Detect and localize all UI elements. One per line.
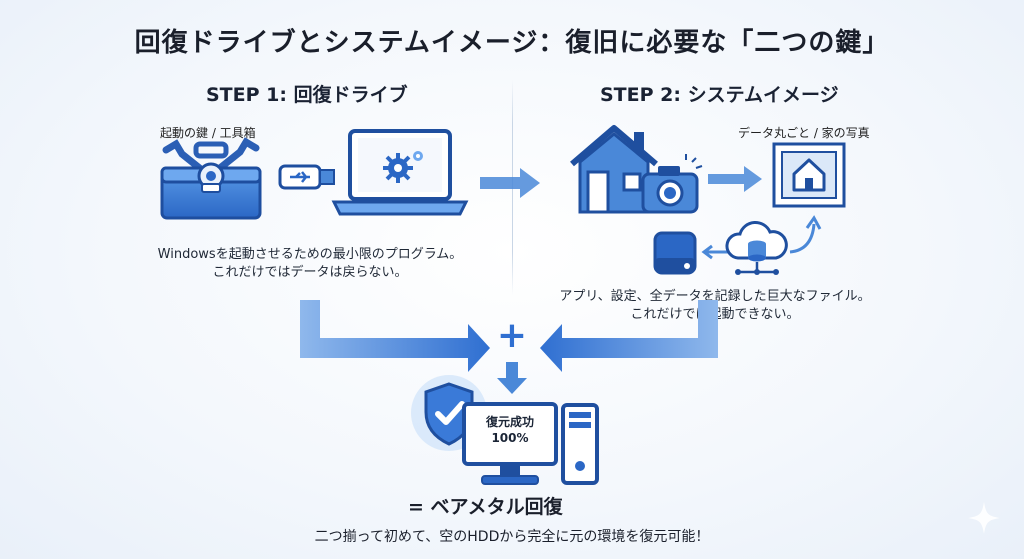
- converge-arrow-right: [540, 300, 718, 372]
- curved-arrow-icon: [789, 215, 822, 254]
- camera-icon: [641, 154, 703, 214]
- arrow-down-icon: [497, 362, 527, 394]
- step1-icon-label: 起動の鍵 / 工具箱: [160, 126, 256, 140]
- toolbox-icon: [160, 137, 262, 220]
- step1-desc-line1: Windowsを起動させるための最小限のプログラム。: [157, 247, 463, 262]
- result-heading: = ベアメタル回復: [408, 496, 563, 518]
- usb-drive-icon: [278, 164, 335, 190]
- page-title: 回復ドライブとシステムイメージ：復旧に必要な「二つの鍵」: [134, 28, 890, 58]
- photo-frame-icon: [772, 142, 846, 208]
- sparkle-icon: [968, 502, 1000, 534]
- plus-symbol: +: [496, 315, 528, 356]
- converge-arrow-left: [300, 300, 490, 372]
- restore-percent: 100%: [491, 431, 529, 445]
- arrow-left-icon: [701, 244, 728, 260]
- hard-drive-icon: [653, 231, 697, 275]
- pc-tower-icon: [561, 403, 599, 485]
- footer-text: 二つ揃って初めて、空のHDDから完全に元の環境を復元可能！: [314, 529, 710, 545]
- step1-desc-line2: これだけではデータは戻らない。: [212, 265, 408, 280]
- step2-icon-label: データ丸ごと / 家の写真: [738, 126, 870, 140]
- step1-description: Windowsを起動させるための最小限のプログラム。 これだけではデータは戻らな…: [140, 246, 480, 282]
- cloud-database-icon: [725, 221, 788, 275]
- step2-desc-line1: アプリ、設定、全データを記録した巨大なファイル。: [559, 289, 871, 304]
- arrow-right-icon: [480, 168, 540, 198]
- laptop-icon: [331, 129, 469, 216]
- step1-heading: STEP 1: 回復ドライブ: [206, 84, 408, 106]
- monitor-icon: [462, 402, 558, 485]
- arrow-to-photo-icon: [708, 166, 762, 192]
- restore-status: 復元成功: [485, 415, 534, 429]
- monitor-screen-text: 復元成功 100%: [464, 414, 556, 446]
- step2-heading: STEP 2: システムイメージ: [600, 84, 839, 106]
